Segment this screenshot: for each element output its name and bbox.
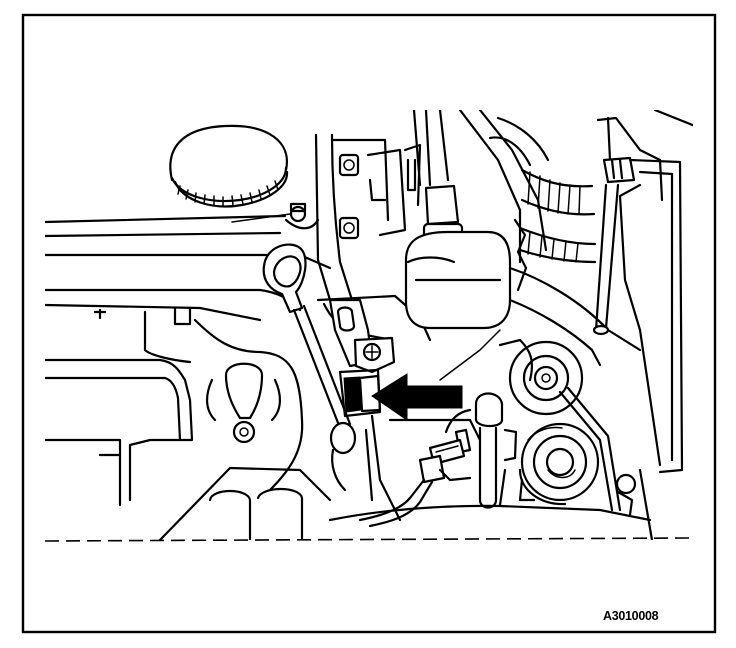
spark-plug-boss	[206, 362, 281, 444]
sensor-lead	[558, 386, 637, 517]
valve-cover	[45, 310, 304, 507]
sensor-bracket	[328, 298, 396, 418]
pulley-upper	[508, 340, 584, 416]
figure-code: A3010008	[603, 609, 659, 623]
wiring-harness	[513, 168, 597, 292]
cowl-line-lower	[45, 231, 282, 238]
sensor-harness	[358, 414, 482, 528]
arrow-left-icon	[371, 373, 463, 421]
ignition-coil	[404, 110, 512, 330]
oil-filler-cap	[169, 124, 289, 208]
fuse-box	[592, 110, 693, 474]
hose-connector	[444, 338, 536, 509]
hood-edge-line	[44, 537, 691, 542]
pulley-lower	[518, 422, 600, 506]
engine-bay-drawing	[45, 110, 693, 540]
stud-bolt	[284, 202, 320, 230]
oil-dipstick	[262, 243, 357, 492]
figure-frame	[21, 13, 717, 634]
cowl-line	[45, 214, 287, 224]
